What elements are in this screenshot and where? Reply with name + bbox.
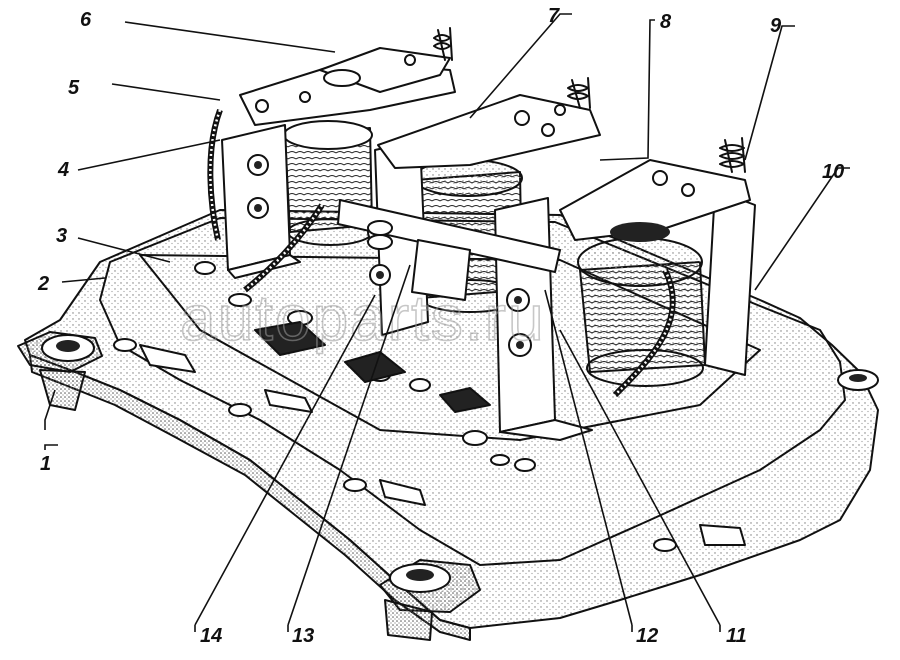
callout-9: 9: [770, 15, 782, 37]
mounting-lug-front: [379, 559, 481, 641]
callout-6: 6: [80, 9, 92, 31]
callout-10: 10: [822, 161, 844, 183]
mounting-lug-right: [837, 369, 879, 391]
mounting-lug-left: [17, 331, 103, 411]
callout-1: 1: [40, 453, 51, 475]
leader-lines: [44, 13, 850, 632]
callout-14: 14: [200, 625, 222, 647]
connecting-bus-bar: [337, 199, 561, 301]
callout-8: 8: [660, 11, 672, 33]
callout-12: 12: [636, 625, 658, 647]
callout-11: 11: [726, 625, 747, 647]
callout-2: 2: [37, 273, 49, 295]
relay-left: [207, 27, 456, 293]
callout-3: 3: [56, 225, 67, 247]
callout-5: 5: [68, 77, 80, 99]
callout-7: 7: [548, 5, 560, 27]
relay-right: [494, 137, 756, 441]
callout-labels: 1 2 3 4 5 6 7 8 9 10 11 12 13 14: [37, 5, 844, 647]
callout-13: 13: [292, 625, 314, 647]
callout-4: 4: [57, 159, 69, 181]
terminal-screws: [113, 261, 746, 552]
